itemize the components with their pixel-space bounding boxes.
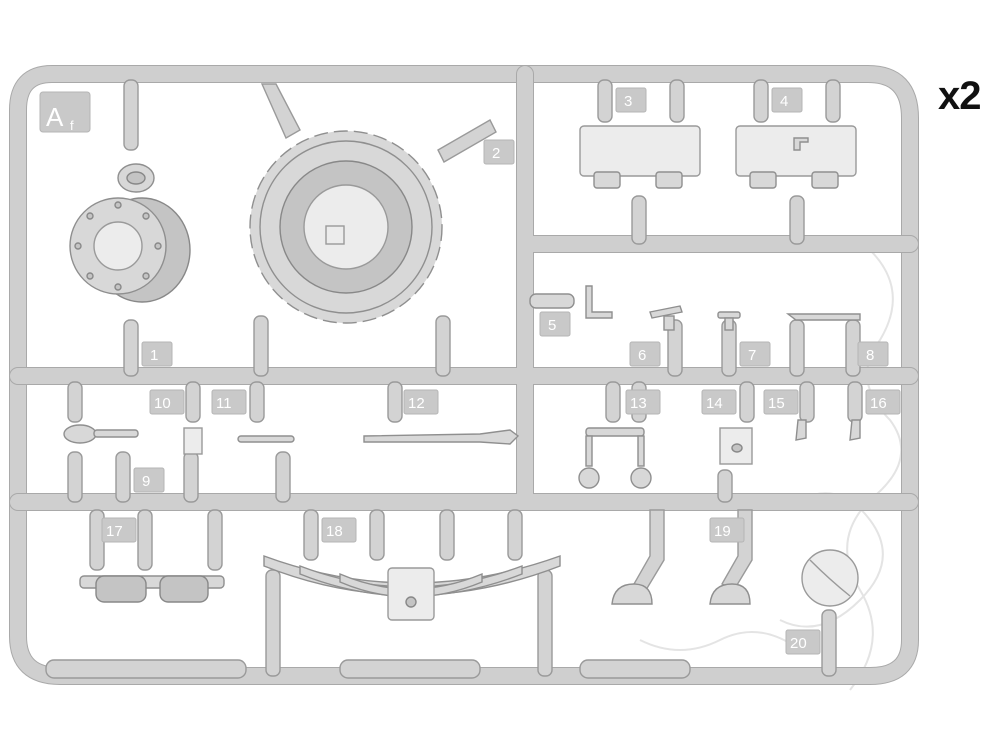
sprue-id-tag: A f xyxy=(39,91,91,133)
tag-19: 19 xyxy=(709,517,745,543)
tag-14: 14 xyxy=(701,389,737,415)
tag-6: 6 xyxy=(629,341,661,367)
part-20-disc xyxy=(801,549,859,607)
part-number-label: 1 xyxy=(150,347,158,364)
part-10-block xyxy=(183,427,203,455)
tag-11: 11 xyxy=(211,389,247,415)
tag-8: 8 xyxy=(857,341,889,367)
tag-1: 1 xyxy=(141,341,173,367)
part-number-label: 16 xyxy=(870,395,887,412)
part-11-rod xyxy=(237,435,295,443)
tag-2: 2 xyxy=(483,139,515,165)
part-2-sprocket xyxy=(249,130,443,324)
tag-4: 4 xyxy=(771,87,803,113)
tag-13: 13 xyxy=(625,389,661,415)
part-number-label: 19 xyxy=(714,523,731,540)
tag-12: 12 xyxy=(403,389,439,415)
part-16-hook xyxy=(849,419,861,441)
part-number-label: 3 xyxy=(624,93,632,110)
tag-20: 20 xyxy=(785,629,821,655)
part-14-plate xyxy=(719,427,753,465)
gates xyxy=(45,79,863,679)
part-17-cylinder xyxy=(79,575,225,603)
part-number-label: 2 xyxy=(492,145,500,162)
part-19-lamp xyxy=(611,583,751,605)
part-number-tags: 1 2 3 4 5 6 7 8 9 10 11 12 13 14 15 16 1… xyxy=(101,87,901,655)
part-number-label: 12 xyxy=(408,395,425,412)
part-9-eyebolt xyxy=(63,424,139,444)
part-15-hook xyxy=(795,419,807,441)
part-4-plate xyxy=(735,125,857,189)
tag-5: 5 xyxy=(539,311,571,337)
part-5-lever xyxy=(529,285,613,319)
quantity-label: x2 xyxy=(938,74,981,118)
part-number-label: 8 xyxy=(866,347,874,364)
part-number-label: 9 xyxy=(142,473,150,490)
tag-16: 16 xyxy=(865,389,901,415)
part-number-label: 4 xyxy=(780,93,788,110)
part-7-lever xyxy=(717,311,741,331)
part-number-label: 14 xyxy=(706,395,723,412)
tag-17: 17 xyxy=(101,517,137,543)
tag-10: 10 xyxy=(149,389,185,415)
part-6-lever xyxy=(649,305,683,331)
tag-18: 18 xyxy=(321,517,357,543)
part-8-bracket xyxy=(785,313,861,321)
part-number-label: 7 xyxy=(748,347,756,364)
part-3-plate xyxy=(579,125,701,189)
part-number-label: 10 xyxy=(154,395,171,412)
part-number-label: 5 xyxy=(548,317,556,334)
part-number-label: 13 xyxy=(630,395,647,412)
part-number-label: 11 xyxy=(216,395,232,412)
tag-7: 7 xyxy=(739,341,771,367)
part-number-label: 17 xyxy=(106,523,123,540)
tag-15: 15 xyxy=(763,389,799,415)
part-number-label: 18 xyxy=(326,523,343,540)
part-number-label: 15 xyxy=(768,395,785,412)
part-13-frame xyxy=(578,427,652,489)
sprue-id-letter: A xyxy=(46,102,64,132)
part-number-label: 20 xyxy=(790,635,807,652)
part-1-hub xyxy=(69,163,191,303)
part-number-label: 6 xyxy=(638,347,646,364)
watermark xyxy=(639,249,903,691)
part-18-leaf-spring xyxy=(263,554,561,621)
tag-9: 9 xyxy=(133,467,165,493)
sprue-frame xyxy=(9,65,919,685)
tag-3: 3 xyxy=(615,87,647,113)
sprue-id-suffix: f xyxy=(70,118,74,133)
part-12-rod xyxy=(363,429,520,445)
